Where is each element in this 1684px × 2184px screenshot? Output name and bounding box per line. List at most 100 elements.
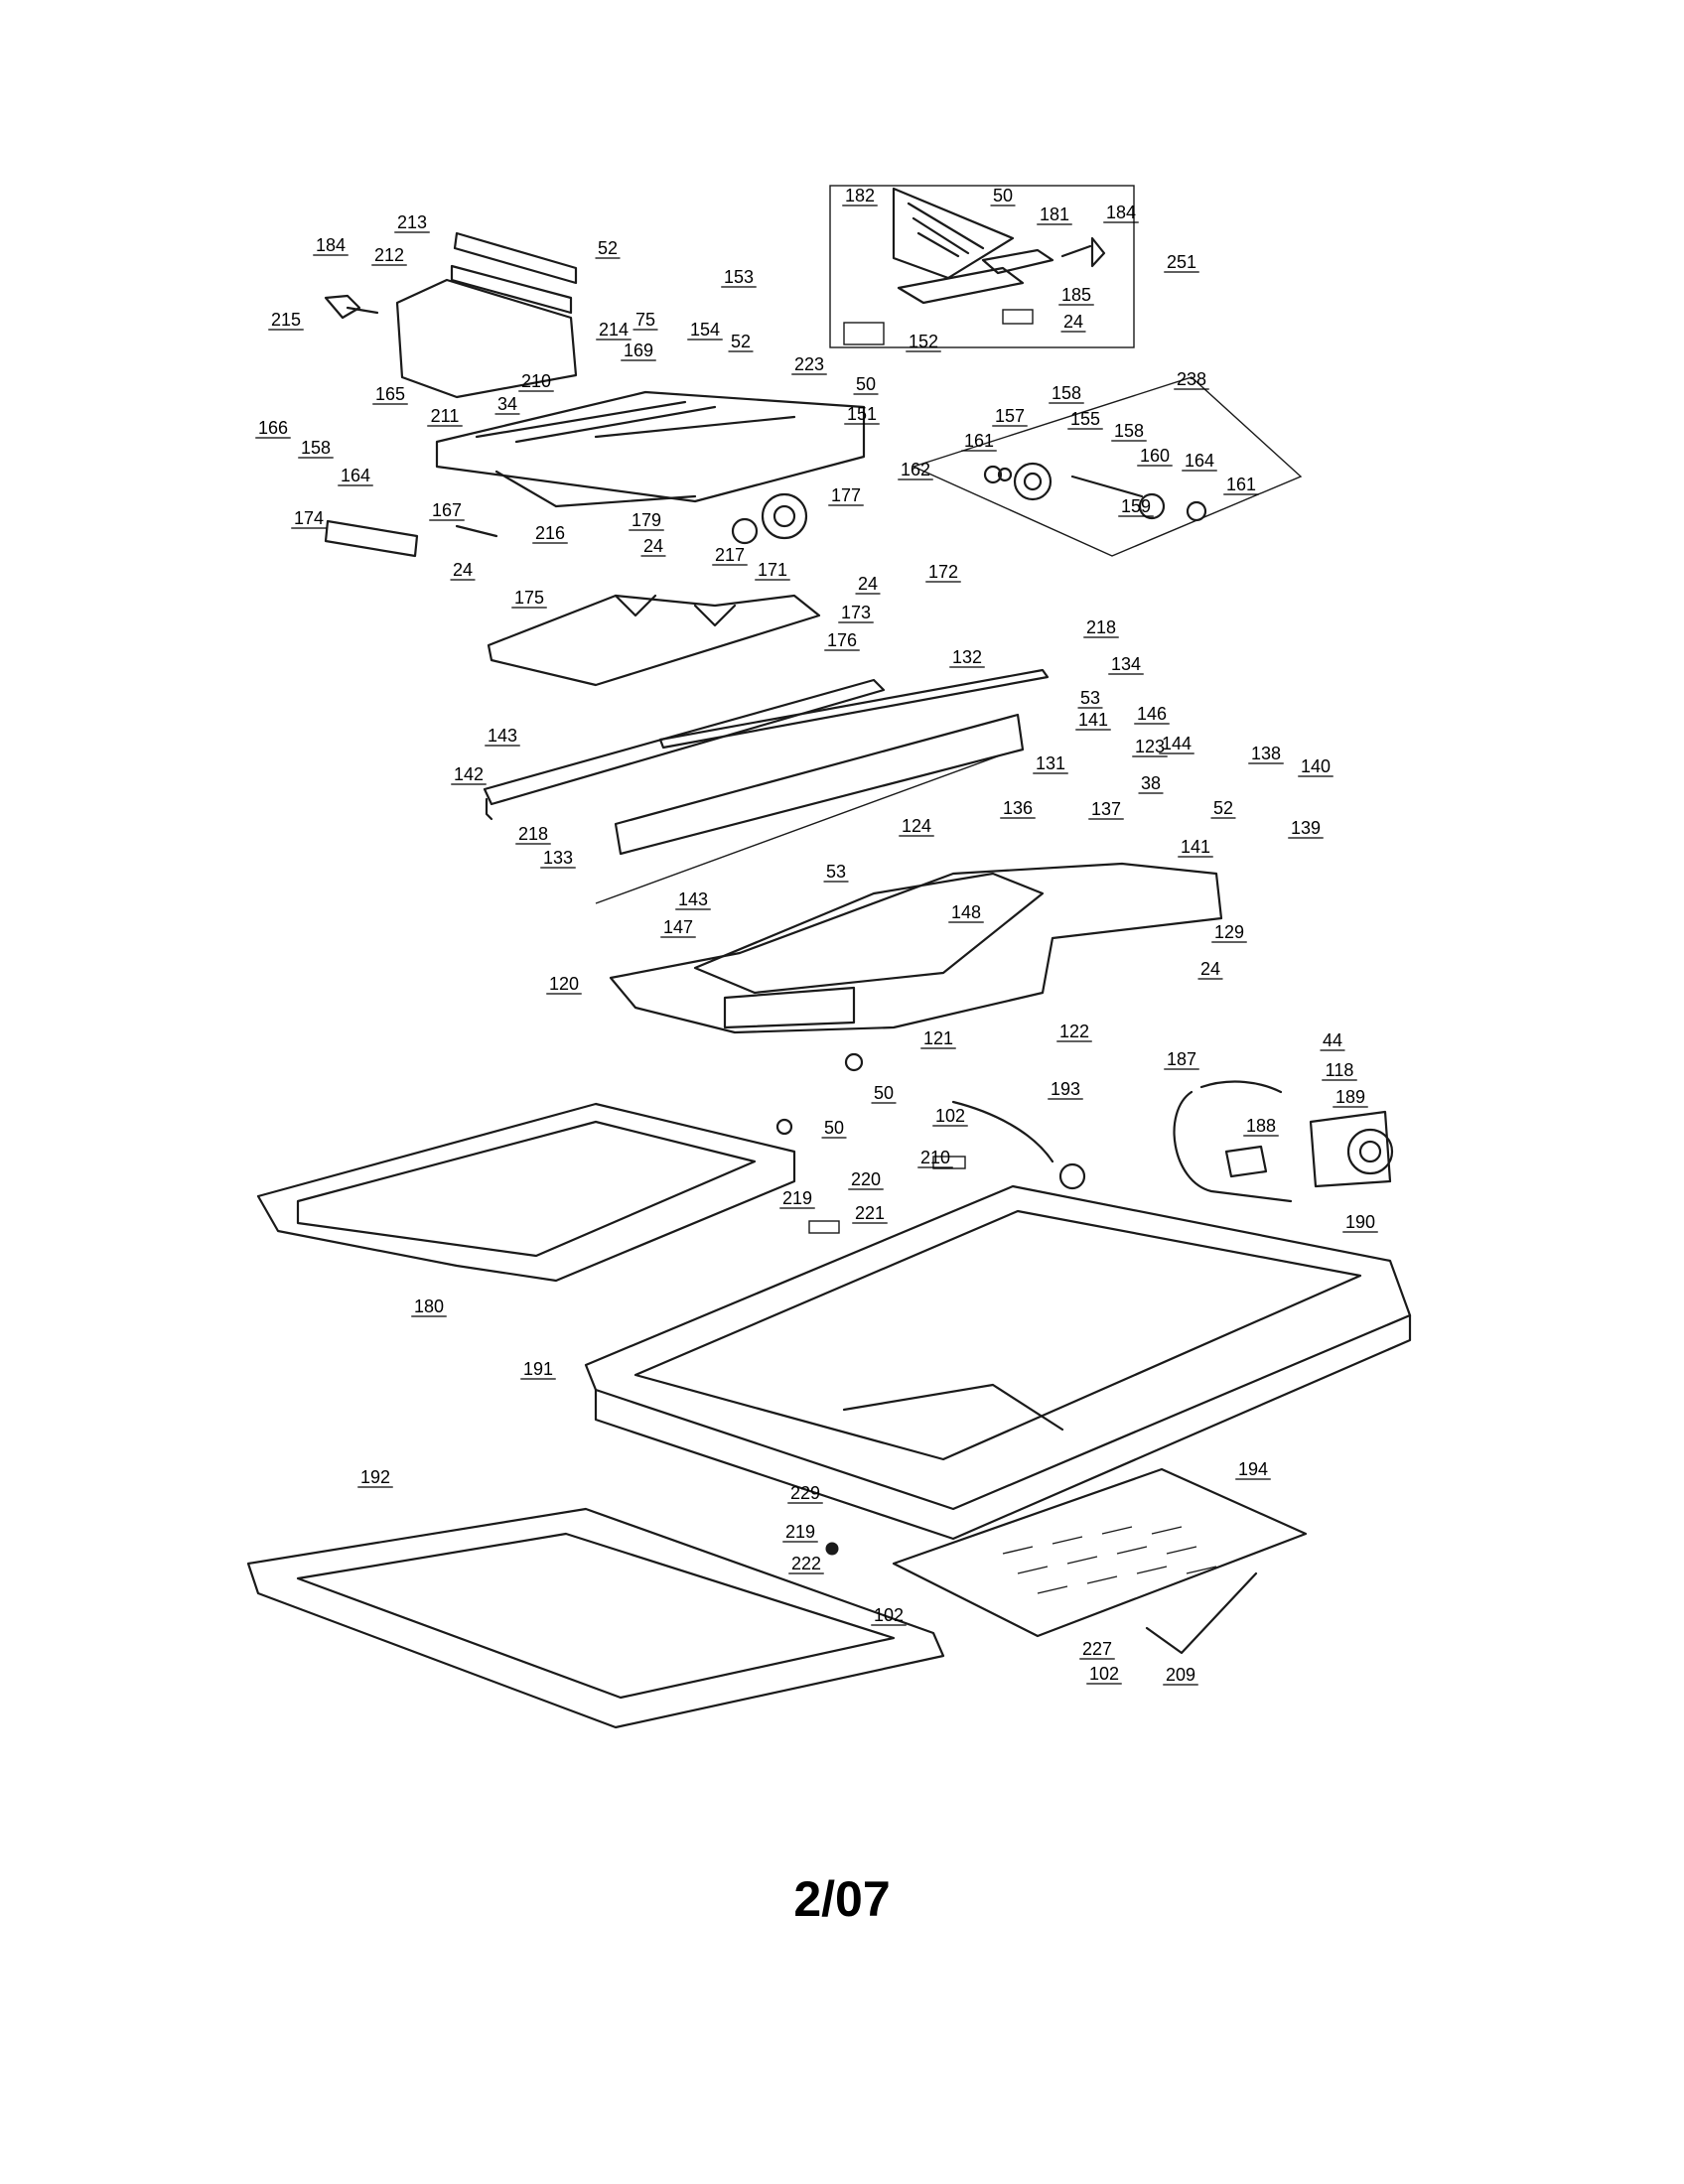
callout-number: 185 <box>1061 285 1091 305</box>
callout-148: 148 <box>948 902 984 923</box>
callout-number: 167 <box>432 500 462 520</box>
callout-193: 193 <box>1048 1079 1083 1100</box>
slide-cover-175 <box>487 594 821 687</box>
callout-24: 24 <box>1197 959 1223 980</box>
callout-151: 151 <box>844 404 880 425</box>
callout-179: 179 <box>629 510 664 531</box>
callout-129: 129 <box>1211 922 1247 943</box>
callout-number: 24 <box>453 560 473 580</box>
callout-number: 162 <box>901 460 930 479</box>
callout-155: 155 <box>1067 409 1103 430</box>
callout-number: 146 <box>1137 704 1167 724</box>
callout-number: 229 <box>790 1483 820 1503</box>
callout-219: 219 <box>782 1522 818 1543</box>
callout-number: 191 <box>523 1359 553 1379</box>
callout-218: 218 <box>1083 617 1119 638</box>
callout-number: 221 <box>855 1203 885 1223</box>
callout-24: 24 <box>855 574 881 595</box>
callout-221: 221 <box>852 1203 888 1224</box>
callout-number: 44 <box>1323 1030 1342 1050</box>
callout-number: 166 <box>258 418 288 438</box>
callout-number: 193 <box>1051 1079 1080 1099</box>
callout-190: 190 <box>1342 1212 1378 1233</box>
callout-189: 189 <box>1333 1087 1368 1108</box>
callout-number: 161 <box>1226 475 1256 494</box>
callout-102: 102 <box>871 1605 907 1626</box>
callout-217: 217 <box>712 545 748 566</box>
callout-number: 188 <box>1246 1116 1276 1136</box>
callout-number: 210 <box>521 371 551 391</box>
callout-number: 192 <box>360 1467 390 1487</box>
callout-number: 212 <box>374 245 404 265</box>
callout-number: 154 <box>690 320 720 340</box>
callout-number: 160 <box>1140 446 1170 466</box>
callout-number: 194 <box>1238 1459 1268 1479</box>
callout-164: 164 <box>1182 451 1217 472</box>
callout-number: 120 <box>549 974 579 994</box>
callout-218: 218 <box>515 824 551 845</box>
callout-165: 165 <box>372 384 408 405</box>
callout-133: 133 <box>540 848 576 869</box>
callout-212: 212 <box>371 245 407 266</box>
callout-188: 188 <box>1243 1116 1279 1137</box>
callout-185: 185 <box>1058 285 1094 306</box>
small-hardware <box>775 1052 1086 1556</box>
callout-number: 75 <box>635 310 655 330</box>
callout-number: 102 <box>935 1106 965 1126</box>
callout-number: 157 <box>995 406 1025 426</box>
callout-number: 24 <box>1200 959 1220 979</box>
callout-number: 218 <box>518 824 548 844</box>
callout-184: 184 <box>1103 203 1139 223</box>
callout-number: 216 <box>535 523 565 543</box>
callout-number: 53 <box>826 862 846 882</box>
callout-number: 182 <box>845 186 875 205</box>
callout-124: 124 <box>899 816 934 837</box>
callout-number: 102 <box>1089 1664 1119 1684</box>
callout-229: 229 <box>787 1483 823 1504</box>
callout-50: 50 <box>821 1118 847 1139</box>
callout-number: 219 <box>785 1522 815 1542</box>
callout-143: 143 <box>675 889 711 910</box>
tray-extension-192 <box>246 1507 945 1729</box>
callout-number: 169 <box>624 341 653 360</box>
callout-number: 227 <box>1082 1639 1112 1659</box>
callout-number: 141 <box>1078 710 1108 730</box>
callout-118: 118 <box>1322 1060 1357 1081</box>
callout-number: 159 <box>1121 496 1151 516</box>
callout-50: 50 <box>853 374 879 395</box>
callout-50: 50 <box>990 186 1016 206</box>
callout-number: 133 <box>543 848 573 868</box>
callout-number: 143 <box>488 726 517 746</box>
callout-191: 191 <box>520 1359 556 1380</box>
callout-24: 24 <box>640 536 666 557</box>
callout-number: 50 <box>856 374 876 394</box>
callout-number: 144 <box>1162 734 1192 753</box>
callout-number: 129 <box>1214 922 1244 942</box>
callout-number: 158 <box>301 438 331 458</box>
callout-214: 214 <box>596 320 632 341</box>
callout-143: 143 <box>485 726 520 747</box>
callout-number: 184 <box>1106 203 1136 222</box>
callout-141: 141 <box>1178 837 1213 858</box>
callout-44: 44 <box>1320 1030 1345 1051</box>
callout-number: 180 <box>414 1297 444 1316</box>
callout-number: 158 <box>1114 421 1144 441</box>
callout-136: 136 <box>1000 798 1036 819</box>
extension-table-212 <box>324 231 578 399</box>
callout-194: 194 <box>1235 1459 1271 1480</box>
callout-number: 187 <box>1167 1049 1196 1069</box>
callout-number: 158 <box>1052 383 1081 403</box>
callout-number: 222 <box>791 1554 821 1573</box>
callout-161: 161 <box>961 431 997 452</box>
callout-number: 179 <box>632 510 661 530</box>
callout-number: 165 <box>375 384 405 404</box>
callout-24: 24 <box>1060 312 1086 333</box>
callout-number: 177 <box>831 485 861 505</box>
callout-187: 187 <box>1164 1049 1199 1070</box>
callout-166: 166 <box>255 418 291 439</box>
callout-number: 213 <box>397 212 427 232</box>
callout-167: 167 <box>429 500 465 521</box>
callout-176: 176 <box>824 630 860 651</box>
